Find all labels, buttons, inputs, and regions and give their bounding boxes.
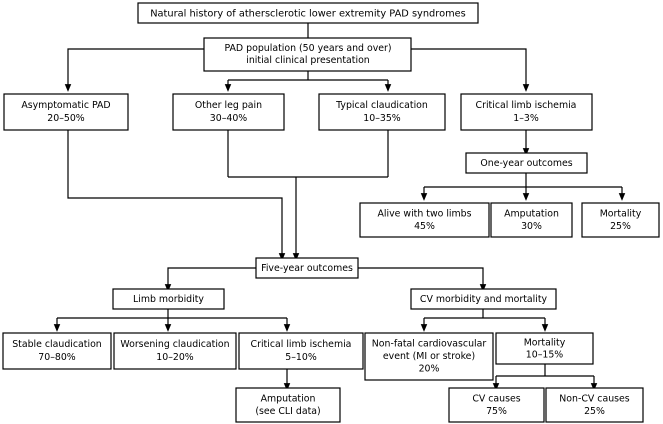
node-worsening-claudication-box — [113, 332, 237, 370]
connector-population-left-rail — [64, 48, 204, 92]
node-mortality-one-year-line1: Mortality — [600, 209, 642, 220]
node-worsening-claudication-line1: Worsening claudication — [120, 339, 229, 350]
node-critical-limb-ischemia-five-year-line1: Critical limb ischemia — [251, 339, 352, 350]
node-title-label: Natural history of athersclerotic lower … — [150, 9, 466, 20]
node-mortality-five-year-box — [495, 332, 594, 365]
node-pad-population-line2: initial clinical presentation — [246, 55, 370, 66]
node-cv-causes-box — [448, 387, 545, 423]
node-cv-morbidity-mortality-label: CV morbidity and mortality — [420, 294, 548, 305]
connector-five-year-right-rail — [358, 267, 487, 292]
node-pad-population-line1: PAD population (50 years and over) — [224, 43, 391, 54]
node-stable-claudication-line1: Stable claudication — [12, 339, 102, 350]
node-amputation-one-year-line2: 30% — [521, 221, 542, 232]
node-five-year-outcomes-box — [255, 257, 359, 279]
node-non-fatal-cv-event-line1: Non-fatal cardiovascular — [372, 339, 487, 350]
node-critical-limb-ischemia-top-line1: Critical limb ischemia — [476, 100, 577, 111]
node-non-cv-causes-line1: Non-CV causes — [559, 394, 630, 405]
node-pad-population: PAD population (50 years and over) initi… — [203, 37, 412, 72]
node-one-year-outcomes-label: One-year outcomes — [480, 158, 572, 169]
node-amputation-one-year-box — [490, 202, 573, 238]
node-asymptomatic-pad: Asymptomatic PAD 20–50% — [3, 93, 129, 131]
node-one-year-outcomes-box — [465, 152, 588, 174]
node-cv-morbidity-mortality-box — [410, 288, 557, 310]
connector-layer — [53, 23, 626, 391]
node-mortality-five-year: Mortality 10–15% — [495, 332, 594, 365]
node-worsening-claudication-line2: 10–20% — [156, 352, 194, 363]
node-mortality-one-year-line2: 25% — [610, 221, 631, 232]
node-amputation-cli-box — [235, 387, 341, 423]
node-non-fatal-cv-event: Non-fatal cardiovascular event (MI or st… — [364, 332, 494, 381]
node-limb-morbidity-box — [112, 288, 225, 310]
node-critical-limb-ischemia-top-box — [460, 93, 593, 131]
node-alive-with-two-limbs-box — [359, 202, 490, 238]
node-alive-with-two-limbs-line1: Alive with two limbs — [377, 209, 471, 220]
node-one-year-outcomes: One-year outcomes — [465, 152, 588, 174]
node-mortality-five-year-line2: 10–15% — [526, 350, 564, 361]
node-non-fatal-cv-event-box — [364, 332, 494, 381]
node-amputation-cli: Amputation (see CLI data) — [235, 387, 341, 423]
node-mortality-one-year-box — [581, 202, 660, 238]
node-amputation-cli-line1: Amputation — [261, 394, 316, 405]
node-mortality-five-year-line1: Mortality — [524, 338, 566, 349]
node-title: Natural history of athersclerotic lower … — [137, 2, 479, 24]
node-non-fatal-cv-event-line3: 20% — [419, 364, 440, 375]
node-typical-claudication-line2: 10–35% — [363, 113, 401, 124]
node-asymptomatic-pad-line1: Asymptomatic PAD — [21, 100, 110, 111]
node-cv-causes-line1: CV causes — [472, 394, 520, 405]
node-cv-causes-line2: 75% — [486, 406, 507, 417]
node-critical-limb-ischemia-five-year-box — [238, 332, 364, 370]
node-pad-population-box — [203, 37, 412, 72]
node-cv-morbidity-mortality: CV morbidity and mortality — [410, 288, 557, 310]
node-amputation-one-year-line1: Amputation — [504, 209, 559, 220]
node-critical-limb-ischemia-five-year: Critical limb ischemia 5–10% — [238, 332, 364, 370]
node-other-leg-pain-box — [172, 93, 285, 131]
node-other-leg-pain: Other leg pain 30–40% — [172, 93, 285, 131]
node-critical-limb-ischemia-top: Critical limb ischemia 1–3% — [460, 93, 593, 131]
node-non-fatal-cv-event-line2: event (MI or stroke) — [383, 351, 475, 362]
node-amputation-one-year: Amputation 30% — [490, 202, 573, 238]
node-limb-morbidity: Limb morbidity — [112, 288, 225, 310]
node-non-cv-causes-box — [545, 387, 644, 423]
node-amputation-cli-line2: (see CLI data) — [255, 406, 320, 417]
connector-population-right-rail — [411, 48, 530, 92]
node-five-year-outcomes: Five-year outcomes — [255, 257, 359, 279]
node-alive-with-two-limbs: Alive with two limbs 45% — [359, 202, 490, 238]
node-critical-limb-ischemia-top-line2: 1–3% — [513, 113, 539, 124]
connector-asymptomatic-to-five-year — [67, 130, 286, 261]
node-worsening-claudication: Worsening claudication 10–20% — [113, 332, 237, 370]
node-typical-claudication-line1: Typical claudication — [335, 100, 428, 111]
node-non-cv-causes-line2: 25% — [584, 406, 605, 417]
node-stable-claudication-box — [2, 332, 112, 370]
node-typical-claudication: Typical claudication 10–35% — [318, 93, 446, 131]
node-other-leg-pain-line1: Other leg pain — [195, 100, 262, 111]
node-non-cv-causes: Non-CV causes 25% — [545, 387, 644, 423]
node-asymptomatic-pad-line2: 20–50% — [47, 113, 85, 124]
node-limb-morbidity-label: Limb morbidity — [133, 294, 204, 305]
node-title-box — [137, 2, 479, 24]
node-five-year-outcomes-label: Five-year outcomes — [261, 263, 353, 274]
node-stable-claudication-line2: 70–80% — [38, 352, 76, 363]
node-typical-claudication-box — [318, 93, 446, 131]
node-cv-causes: CV causes 75% — [448, 387, 545, 423]
node-other-leg-pain-line2: 30–40% — [210, 113, 248, 124]
node-critical-limb-ischemia-five-year-line2: 5–10% — [285, 352, 317, 363]
node-stable-claudication: Stable claudication 70–80% — [2, 332, 112, 370]
connector-five-year-left-rail — [164, 267, 256, 292]
node-alive-with-two-limbs-line2: 45% — [414, 221, 435, 232]
node-asymptomatic-pad-box — [3, 93, 129, 131]
node-mortality-one-year: Mortality 25% — [581, 202, 660, 238]
